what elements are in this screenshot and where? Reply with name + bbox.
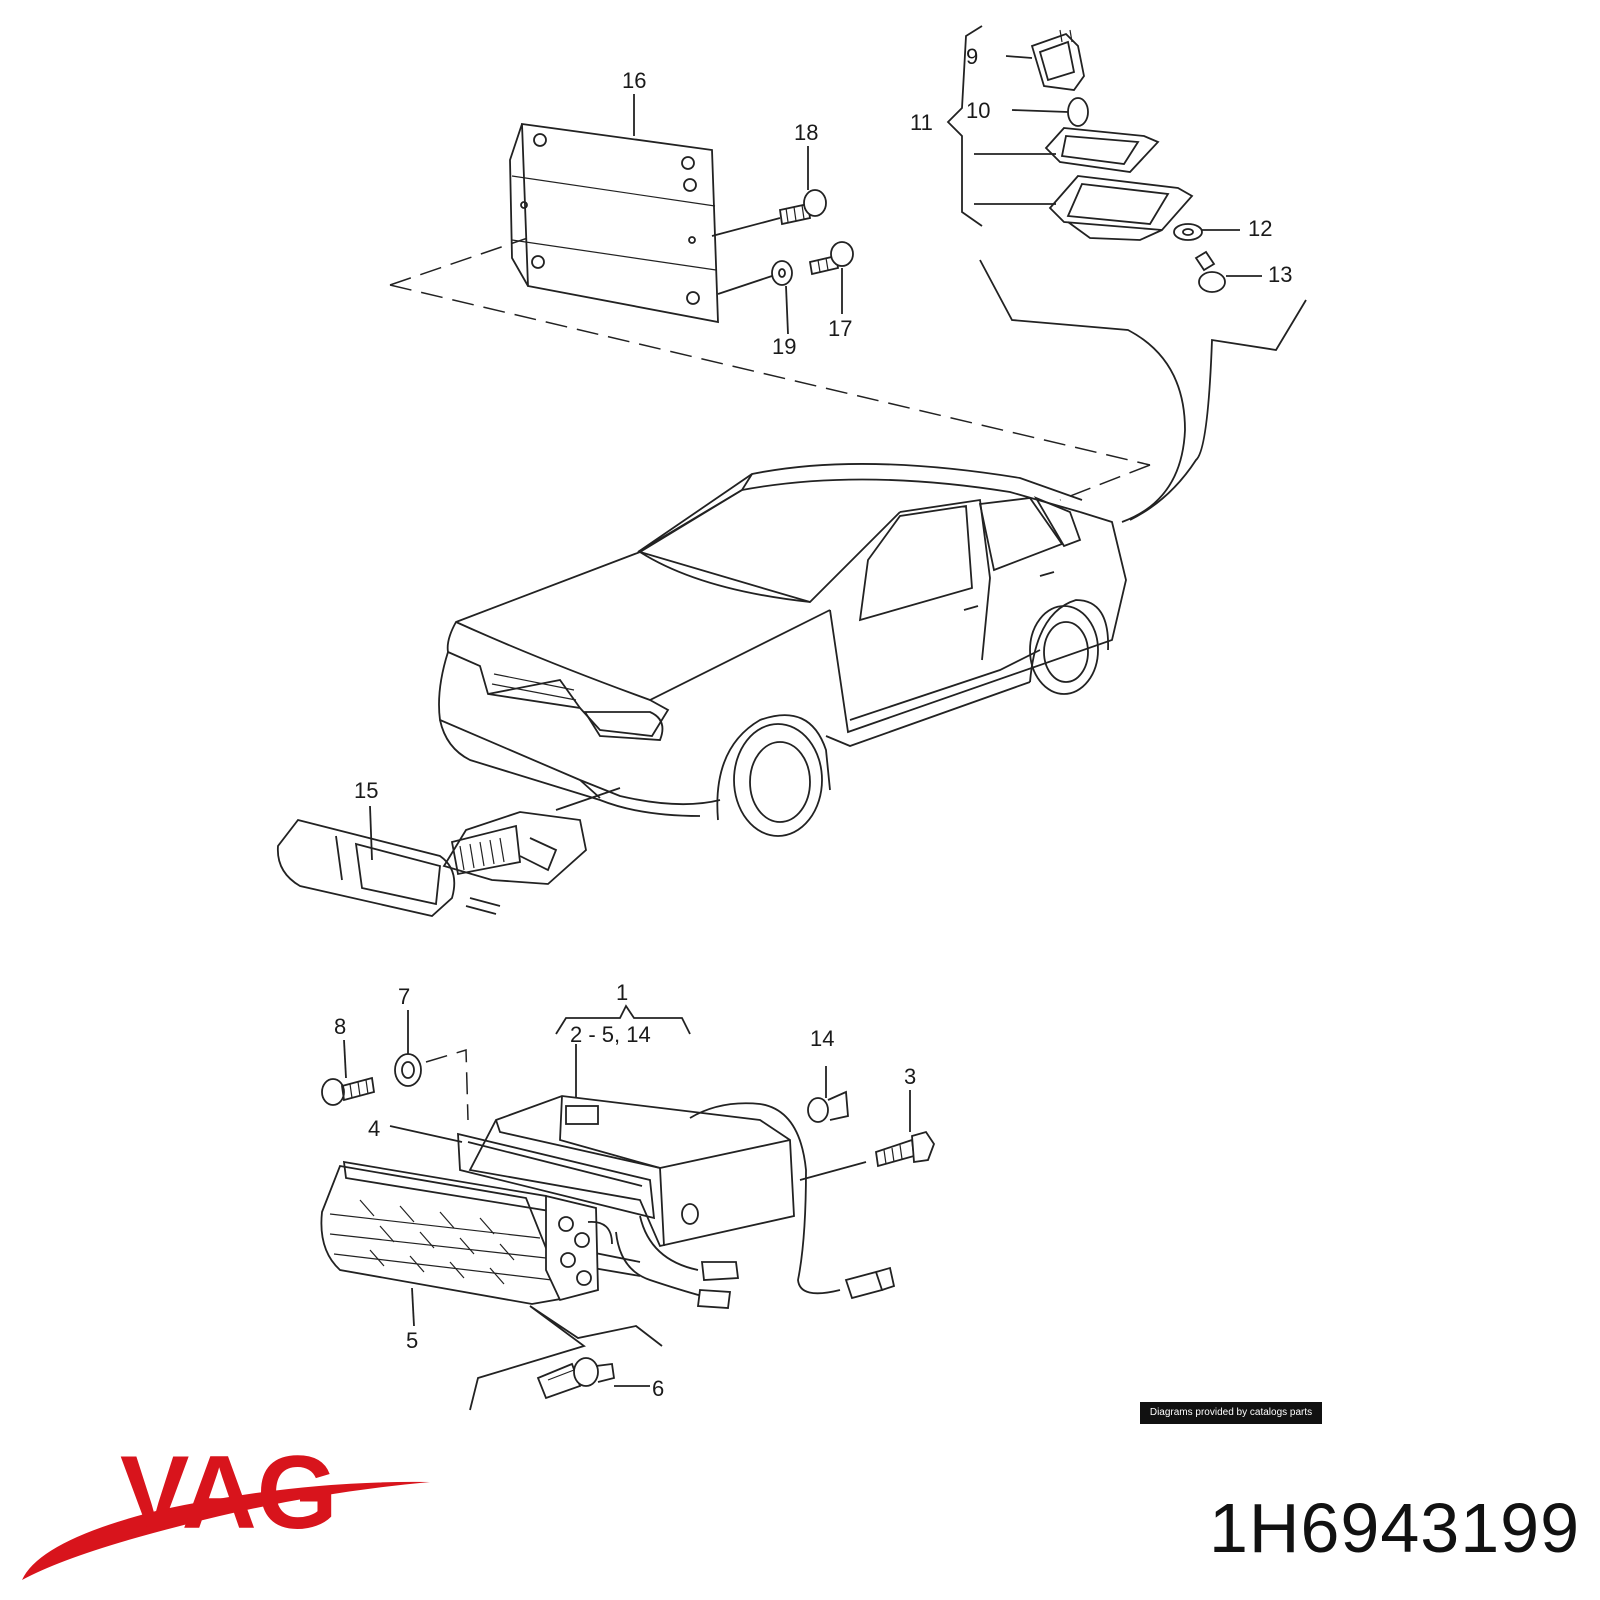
fog-lamp-assembly-15 xyxy=(277,787,621,917)
leader-line xyxy=(717,275,773,295)
leader-line xyxy=(469,1305,663,1411)
callout-1: 1 xyxy=(616,980,628,1005)
leader-line xyxy=(389,1125,463,1143)
wire xyxy=(689,1102,841,1295)
lamp-housing xyxy=(1048,175,1194,241)
bracket-1 xyxy=(555,1004,691,1035)
callout-12: 12 xyxy=(1248,216,1272,241)
car-illustration xyxy=(438,463,1127,837)
screw-17 xyxy=(808,241,854,276)
callout-7: 7 xyxy=(398,984,410,1009)
logo-text: VAG xyxy=(120,1440,338,1551)
logo-swoosh xyxy=(22,1481,430,1580)
dashed-leader xyxy=(1059,464,1151,501)
vag-logo: VAG xyxy=(22,1440,430,1580)
leader-line xyxy=(979,259,1186,523)
clip-7 xyxy=(394,1053,422,1087)
callout-18: 18 xyxy=(794,120,818,145)
dashed-leader xyxy=(425,1049,469,1121)
callout-15: 15 xyxy=(354,778,378,803)
bulb-10 xyxy=(1067,97,1089,127)
callout-13: 13 xyxy=(1268,262,1292,287)
wire xyxy=(639,1215,699,1271)
diagram-credit: Diagrams provided by catalogs parts xyxy=(1140,1402,1322,1424)
bulb-holder-9 xyxy=(1030,29,1085,91)
callout-14: 14 xyxy=(810,1026,834,1051)
screw-18 xyxy=(778,189,827,226)
screw-13 xyxy=(1194,250,1226,293)
wire xyxy=(615,1231,703,1297)
part-number: 1H6943199 xyxy=(1209,1489,1580,1567)
screw-8 xyxy=(321,1076,376,1106)
leader-line xyxy=(411,1287,415,1327)
clip-14 xyxy=(807,1090,849,1123)
callout-17: 17 xyxy=(828,316,852,341)
mounting-plate xyxy=(509,122,719,324)
leader-line xyxy=(799,1161,867,1181)
callout-4: 4 xyxy=(368,1116,380,1141)
leader-line xyxy=(1011,109,1069,113)
leader-line xyxy=(343,1039,347,1079)
connector xyxy=(696,1261,896,1309)
leader-line xyxy=(785,285,789,335)
callout-8: 8 xyxy=(334,1014,346,1039)
washer-12 xyxy=(1173,223,1203,241)
callout-6: 6 xyxy=(652,1376,664,1401)
bulb-6 xyxy=(536,1357,616,1400)
leader-line xyxy=(1129,299,1307,521)
washer-19 xyxy=(771,260,793,286)
dashed-leader xyxy=(389,284,1151,466)
screw-3 xyxy=(875,1130,936,1168)
callout-3: 3 xyxy=(904,1064,916,1089)
leader-line xyxy=(369,805,373,861)
callout-10: 10 xyxy=(966,98,990,123)
callout-2-5-14: 2 - 5, 14 xyxy=(570,1022,651,1047)
fog-lamp-lens-5 xyxy=(320,1160,613,1305)
gasket xyxy=(1044,127,1160,173)
bracket-11 xyxy=(946,25,983,227)
leader-line xyxy=(1005,55,1033,59)
callout-11: 11 xyxy=(910,110,933,135)
callout-16: 16 xyxy=(622,68,646,93)
callout-5: 5 xyxy=(406,1328,418,1353)
callout-19: 19 xyxy=(772,334,796,359)
callout-9: 9 xyxy=(966,44,978,69)
leader-line xyxy=(711,217,781,237)
